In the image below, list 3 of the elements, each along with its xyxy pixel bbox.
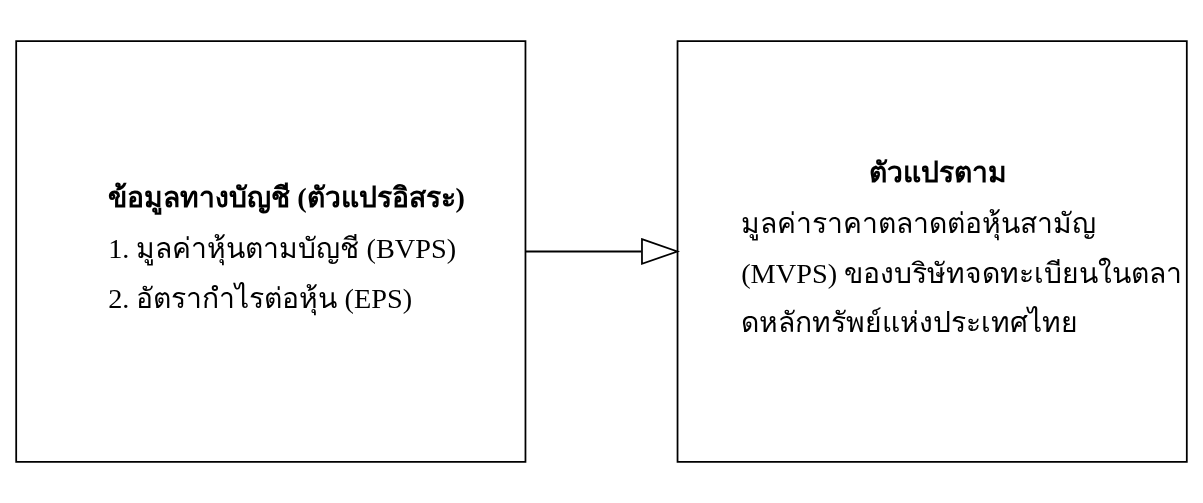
node-box: ตัวแปรตาม มูลค่าราคาตลาดต่อหุ้นสามัญ (MVPS) ของบริษัทจดทะเบียนในตลาดหลักทรัพย์แห่งประเทศไทย	[676, 40, 1188, 463]
node-box: ข้อมูลทางบัญชี (ตัวแปรอิสระ) 1. มูลค่าหุ้นตามบัญชี (BVPS) 2. อัตรากำไรต่อหุ้น (EPS)	[15, 40, 527, 463]
arrow	[524, 237, 680, 266]
